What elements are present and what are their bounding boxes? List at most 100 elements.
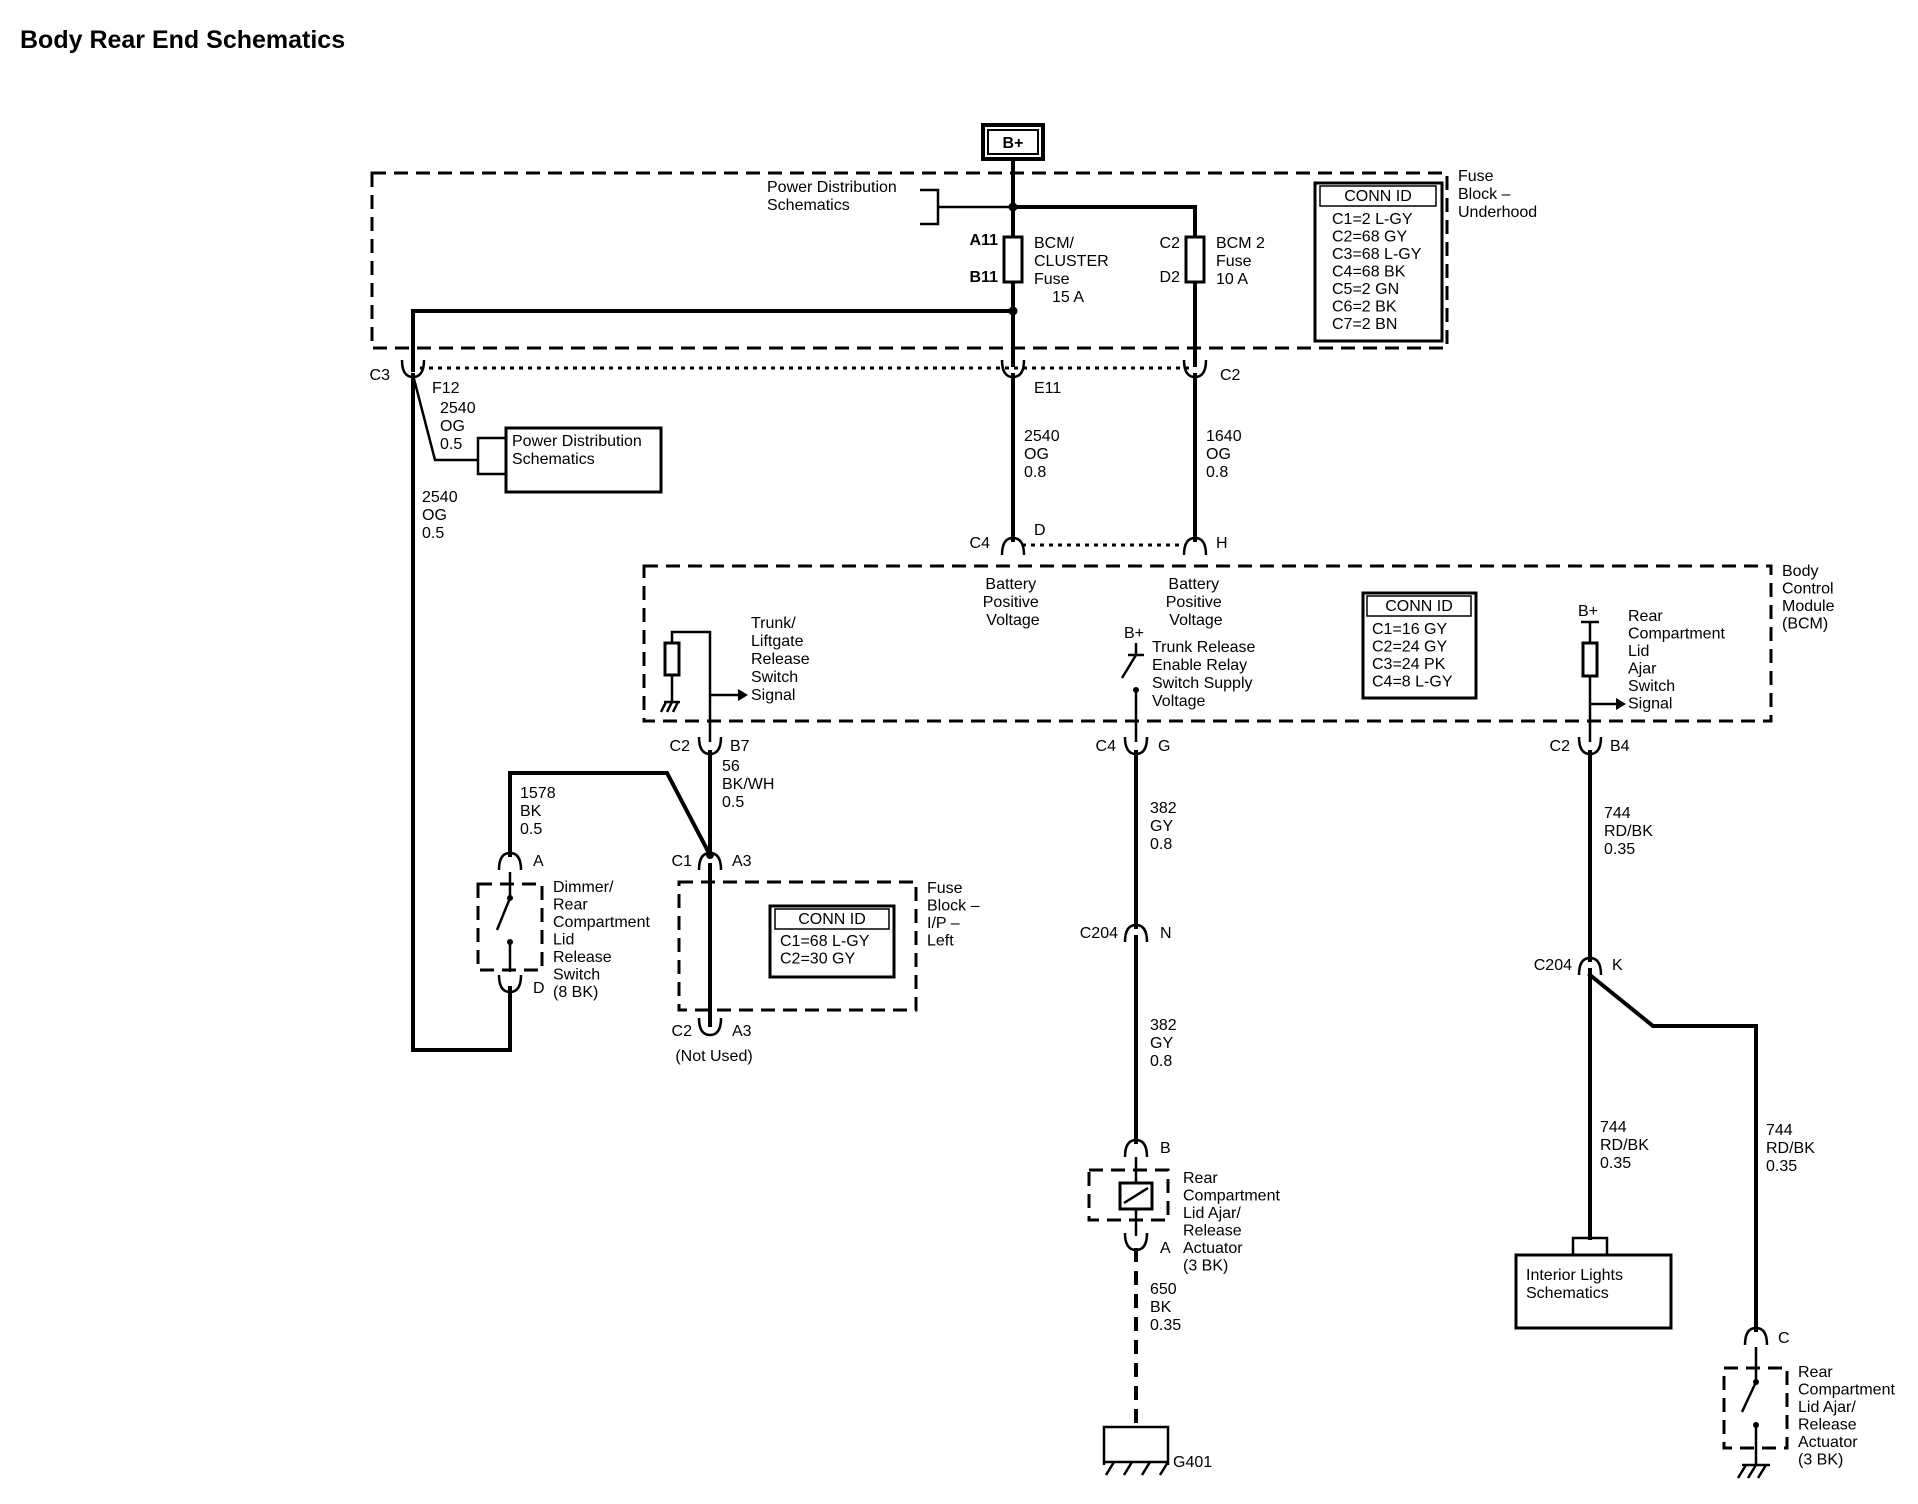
wire-k1-label: 744 RD/BK 0.35	[1600, 1119, 1653, 1172]
connector-c4-h	[1182, 536, 1208, 556]
interior-lights-label: Interior Lights Schematics	[1526, 1267, 1627, 1302]
connector-h-pin: H	[1216, 535, 1228, 552]
fuse-block-ip-label: Fuse Block – I/P – Left	[927, 880, 984, 950]
power-ref-box-bracket	[476, 436, 508, 476]
wire-b7-label: 56 BK/WH 0.5	[722, 758, 779, 811]
connector-f12-pin: F12	[432, 380, 460, 397]
connector-e11	[1000, 359, 1026, 379]
fuse1-symbol	[1002, 235, 1024, 284]
connector-b4-conn: C2	[1550, 738, 1571, 755]
actuator1-label: Rear Compartment Lid Ajar/ Release Actua…	[1183, 1170, 1284, 1275]
power-ref-bracket	[920, 188, 940, 226]
connector-c4-label: C4	[970, 535, 991, 552]
bcm-conn-id-title: CONN ID	[1385, 598, 1453, 615]
trunk-ground-symbol	[659, 675, 680, 713]
wire-left-label: 2540 OG 0.5	[422, 489, 462, 542]
connector-c204-n-conn: C204	[1080, 925, 1118, 942]
wire-f12-label: 2540 OG 0.5	[440, 400, 480, 453]
wire-2540-left	[411, 373, 512, 1052]
connector-c204-k-pin: K	[1612, 957, 1623, 974]
connector-b7-conn: C2	[670, 738, 691, 755]
power-ref-box-label: Power Distribution Schematics	[512, 433, 646, 468]
connector-c2-out-pin: C2	[1220, 367, 1241, 384]
connector-c2-a3-out	[697, 1017, 723, 1037]
connector-e11-pin: E11	[1034, 380, 1061, 397]
bcm-label: Body Control Module (BCM)	[1782, 563, 1839, 633]
trunk-signal-arrowhead	[738, 689, 748, 701]
underhood-conn-id-box	[1313, 181, 1444, 343]
fuse2-pin-out: D2	[1160, 269, 1181, 286]
dimmer-pin-a: A	[533, 853, 544, 870]
not-used-label: (Not Used)	[675, 1048, 752, 1065]
connector-b4-pin: B4	[1610, 738, 1630, 755]
wire-k-actuator2	[1587, 972, 1758, 1332]
wire-f12-branch	[411, 374, 478, 462]
power-ref-box	[504, 426, 663, 494]
dimmer-pin-d: D	[533, 980, 545, 997]
connector-c2-b7	[697, 736, 723, 756]
page-title: Body Rear End Schematics	[20, 26, 346, 54]
actuator2-connector-c	[1743, 1326, 1769, 1346]
fuse-block-underhood-label: Fuse Block – Underhood	[1458, 168, 1537, 221]
splice-internal-bus	[1008, 306, 1018, 316]
ajar-signal-label: Rear Compartment Lid Ajar Switch Signal	[1628, 608, 1729, 713]
wire-bplus-bus	[1011, 156, 1197, 239]
wire-c2-label: 1640 OG 0.8	[1206, 428, 1246, 481]
wire-g-label: 382 GY 0.8	[1150, 800, 1181, 853]
bcm-batt1-label: Battery Positive Voltage	[983, 576, 1043, 629]
wire-1578	[508, 771, 713, 858]
relay-bplus-label: B+	[1124, 625, 1144, 642]
relay-supply-label: Trunk Release Enable Relay Switch Supply…	[1152, 639, 1260, 710]
connector-c3-f12	[400, 359, 426, 379]
connector-c204-k-conn: C204	[1534, 957, 1572, 974]
fuse2-pin-in: C2	[1160, 235, 1181, 252]
fuse2-label: BCM 2 Fuse 10 A	[1216, 235, 1269, 288]
connector-b7-pin: B7	[730, 738, 750, 755]
bcm-boundary	[642, 564, 1773, 723]
interior-lights-bracket	[1571, 1236, 1609, 1255]
dimmer-switch-contacts	[495, 872, 512, 972]
connector-c204-k	[1577, 956, 1603, 976]
splice-bplus	[1008, 202, 1018, 212]
actuator2-pin-c: C	[1778, 1330, 1790, 1347]
trunk-pull-resistor	[663, 641, 681, 677]
fuse2-symbol	[1184, 235, 1206, 284]
ground-g401-label: G401	[1173, 1454, 1212, 1471]
wire-1578-label: 1578 BK 0.5	[520, 785, 560, 838]
dimmer-connector-a	[497, 851, 523, 871]
connector-c2-a3-pin: A3	[732, 1023, 752, 1040]
wire-650-label: 650 BK 0.35	[1150, 1281, 1181, 1334]
bcm-conn-id-list: C1=16 GY C2=24 GY C3=24 PK C4=8 L-GY	[1372, 621, 1453, 691]
wire-k2-label: 744 RD/BK 0.35	[1766, 1122, 1819, 1175]
splice-c1-a3	[706, 851, 714, 859]
actuator1-connector-a	[1123, 1232, 1149, 1252]
ajar-signal-arrowhead	[1616, 698, 1626, 710]
fuse-block-ip-boundary	[677, 880, 918, 1012]
connector-c204-n	[1123, 923, 1149, 943]
interior-lights-box	[1514, 1253, 1673, 1330]
actuator1-boundary	[1087, 1168, 1170, 1222]
bcm-batt2-label: Battery Positive Voltage	[1166, 576, 1226, 629]
ip-conn-id-box	[768, 904, 896, 979]
connector-c4-d	[1000, 536, 1026, 556]
fuse1-pin-in: A11	[970, 232, 999, 249]
actuator1-connector-b	[1123, 1138, 1149, 1158]
fuse1-pin-out: B11	[970, 269, 999, 286]
actuator1-coil-slash	[1123, 1157, 1149, 1236]
wire-internal-bus	[411, 309, 1015, 372]
dimmer-switch-label: Dimmer/ Rear Compartment Lid Release Swi…	[553, 879, 654, 1001]
connector-d-pin: D	[1034, 522, 1046, 539]
connector-c1-pin: A3	[732, 853, 752, 870]
underhood-conn-id-list: C1=2 L-GY C2=68 GY C3=68 L-GY C4=68 BK C…	[1332, 211, 1426, 333]
connector-c3-label: C3	[370, 367, 391, 384]
connector-c2-a3-conn: C2	[672, 1023, 693, 1040]
ajar-signal-circuit	[1581, 620, 1599, 742]
connector-c204-n-pin: N	[1160, 925, 1172, 942]
connector-c4-g	[1123, 736, 1149, 756]
fuse1-label: BCM/ CLUSTER Fuse 15 A	[1034, 235, 1113, 306]
relay-supply-switch	[1120, 643, 1144, 742]
underhood-conn-id-title: CONN ID	[1344, 188, 1412, 205]
connector-c2-out	[1182, 359, 1208, 379]
trunk-signal-circuit	[670, 630, 712, 742]
